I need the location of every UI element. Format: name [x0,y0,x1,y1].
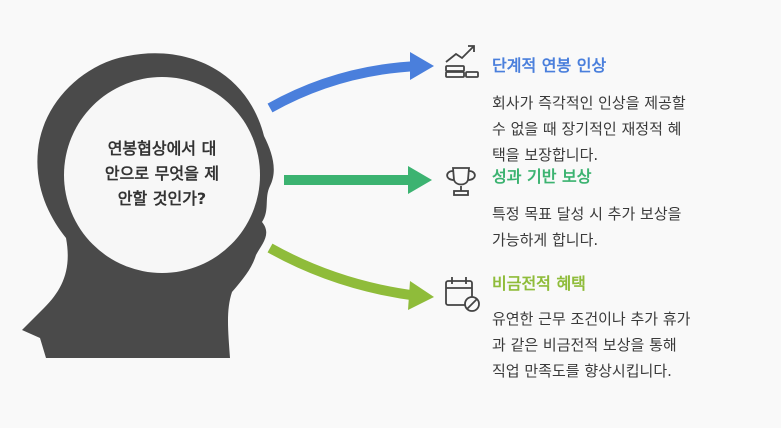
item-desc-performance-reward: 특정 목표 달성 시 추가 보상을 가능하게 합니다. [492,201,772,253]
item-desc-gradual-raise: 회사가 즉각적인 인상을 제공할 수 없을 때 장기적인 재정적 혜 택을 보장… [492,90,772,168]
arrow-green-head [408,166,432,194]
head-circle [64,77,260,273]
central-question-line-2: 안으로 무엇을 제 [104,164,220,183]
desc-line: 수 없을 때 장기적인 재정적 혜 [492,120,682,138]
desc-line: 유연한 근무 조건이나 추가 휴가 [492,310,691,328]
desc-line: 택을 보장합니다. [492,146,599,164]
desc-line: 과 같은 비금전적 보상을 통해 [492,336,677,354]
trophy-icon [446,167,476,196]
central-question-line-1: 연봉협상에서 대 [107,139,217,158]
arrow-blue-head [410,52,434,80]
central-question: 연봉협상에서 대 안으로 무엇을 제 안할 것인가? [78,136,246,211]
arrow-olive-head [408,281,434,310]
item-title-gradual-raise: 단계적 연봉 인상 [492,56,607,75]
calendar-cancel-icon [445,277,480,312]
arrow-blue [267,61,421,113]
arrow-olive [267,243,419,301]
desc-line: 특정 목표 달성 시 추가 보상을 [492,205,682,223]
desc-line: 회사가 즉각적인 인상을 제공할 [492,94,686,112]
desc-line: 직업 만족도를 향상시킵니다. [492,362,672,380]
central-question-line-3: 안할 것인가? [117,189,207,208]
money-growth-icon [445,45,479,78]
desc-line: 가능하게 합니다. [492,231,599,249]
item-desc-nonmonetary-benefits: 유연한 근무 조건이나 추가 휴가 과 같은 비금전적 보상을 통해 직업 만족… [492,306,772,384]
item-title-nonmonetary-benefits: 비금전적 혜택 [492,274,586,293]
item-title-performance-reward: 성과 기반 보상 [492,167,592,186]
